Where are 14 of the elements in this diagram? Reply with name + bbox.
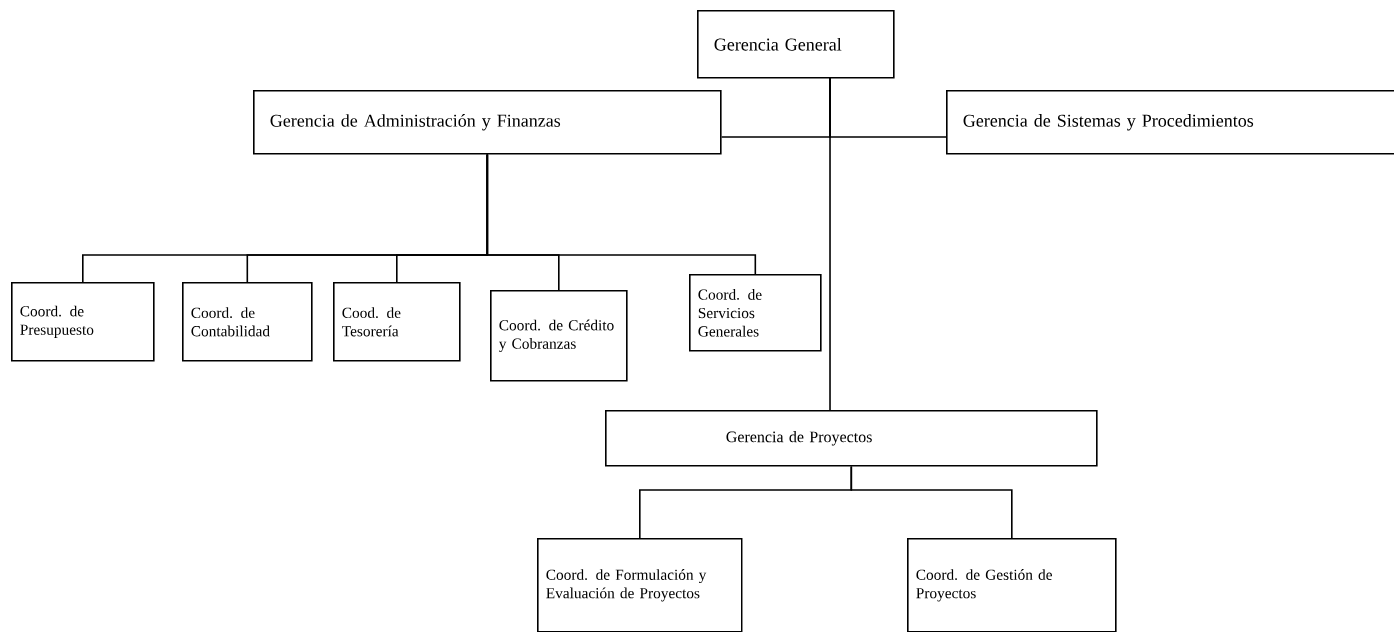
org-box: Gerencia de Sistemas y Procedimientos bbox=[946, 90, 1394, 155]
org-box: Coord. de Contabilidad bbox=[182, 282, 313, 362]
org-box: Coord. de Formulación y Evaluación de Proyectos bbox=[537, 538, 743, 632]
org-box: Coord. de Gestión de Proyectos bbox=[907, 538, 1117, 632]
org-box: Coord. de Crédito y Cobranzas bbox=[490, 290, 628, 382]
org-box: Gerencia de Proyectos bbox=[605, 410, 1098, 467]
connector-line bbox=[829, 76, 831, 411]
org-box: Cood. de Tesorería bbox=[333, 282, 461, 362]
org-box: Coord. de Presupuesto bbox=[11, 282, 155, 362]
connector-line bbox=[486, 153, 757, 275]
org-box: Coord. de Servicios Generales bbox=[689, 274, 822, 352]
connector-line bbox=[850, 465, 1013, 539]
org-box: Gerencia General bbox=[697, 10, 895, 79]
org-box: Gerencia de Administración y Finanzas bbox=[253, 90, 722, 155]
